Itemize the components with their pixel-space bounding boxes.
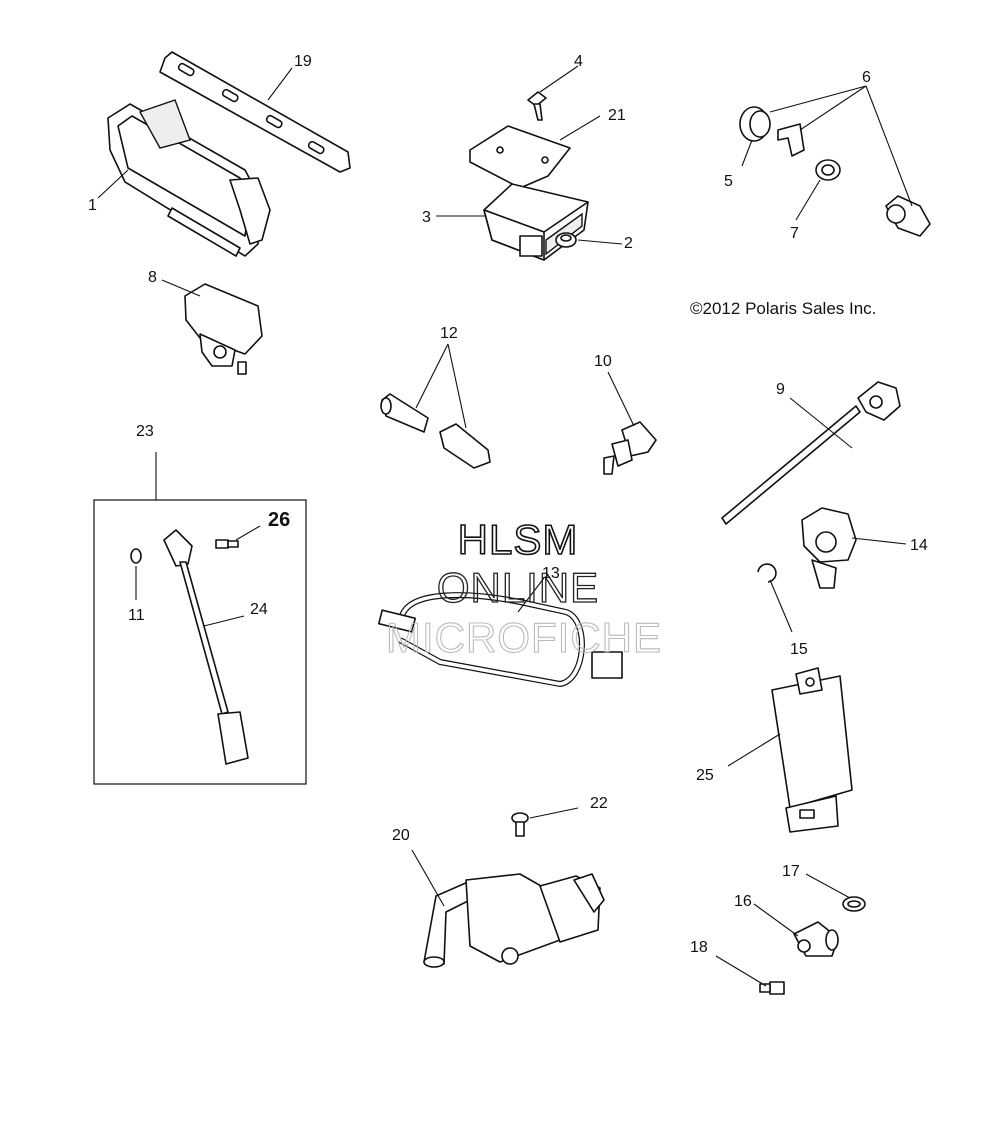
kit-23-box bbox=[93, 499, 307, 785]
callout-7: 7 bbox=[790, 225, 799, 242]
callout-17: 17 bbox=[782, 863, 800, 880]
callout-1: 1 bbox=[88, 197, 97, 214]
part-19-bracket[interactable] bbox=[159, 51, 351, 173]
callout-6: 6 bbox=[862, 69, 871, 86]
leader-lines bbox=[97, 65, 913, 987]
callout-10: 10 bbox=[594, 353, 612, 370]
part-20-idle-air-valve[interactable] bbox=[423, 873, 605, 968]
watermark-line-3: MICROFICHE bbox=[386, 614, 662, 661]
callout-19: 19 bbox=[294, 53, 312, 70]
callout-26: 26 bbox=[268, 509, 290, 531]
callout-16: 16 bbox=[734, 893, 752, 910]
callout-2: 2 bbox=[624, 235, 633, 252]
part-6-clip[interactable] bbox=[777, 123, 805, 157]
part-5-cap[interactable] bbox=[739, 106, 771, 142]
callout-15: 15 bbox=[790, 641, 808, 658]
part-13-sensor-harness[interactable] bbox=[378, 592, 623, 688]
part-4-screw[interactable] bbox=[527, 91, 547, 121]
callout-23: 23 bbox=[136, 423, 154, 440]
part-21-cover[interactable] bbox=[469, 125, 571, 189]
part-3-module[interactable] bbox=[483, 183, 589, 261]
part-11-oring[interactable] bbox=[130, 548, 142, 564]
part-26-bolt[interactable] bbox=[215, 539, 239, 549]
part-18-bolt[interactable] bbox=[759, 981, 785, 995]
part-6-sensor[interactable] bbox=[885, 195, 931, 237]
part-10-temp-sensor[interactable] bbox=[603, 421, 657, 475]
part-12-plugs[interactable] bbox=[380, 393, 491, 469]
part-15-clip-ring[interactable] bbox=[757, 563, 777, 583]
part-1-ecu[interactable] bbox=[107, 99, 271, 257]
callout-18: 18 bbox=[690, 939, 708, 956]
part-16-fitting[interactable] bbox=[793, 921, 839, 957]
part-8-map-sensor[interactable] bbox=[184, 283, 263, 375]
part-22-screw[interactable] bbox=[511, 812, 529, 837]
part-7-seal[interactable] bbox=[815, 159, 841, 181]
callout-3: 3 bbox=[422, 209, 431, 226]
callout-21: 21 bbox=[608, 107, 626, 124]
part-25-control-module[interactable] bbox=[771, 667, 853, 833]
watermark-line-1: HLSM bbox=[458, 516, 579, 563]
callout-22: 22 bbox=[590, 795, 608, 812]
part-17-washer[interactable] bbox=[842, 896, 866, 912]
part-9-sensor-probe[interactable] bbox=[721, 381, 901, 525]
callout-25: 25 bbox=[696, 767, 714, 784]
callout-11: 11 bbox=[128, 607, 145, 624]
part-2-grommet[interactable] bbox=[555, 232, 577, 248]
callout-12: 12 bbox=[440, 325, 458, 342]
callout-24: 24 bbox=[250, 601, 268, 618]
callout-5: 5 bbox=[724, 173, 733, 190]
callout-labels: 1 2 3 4 5 6 7 8 9 10 11 12 13 14 15 16 1… bbox=[88, 53, 928, 956]
callout-20: 20 bbox=[392, 827, 410, 844]
callout-8: 8 bbox=[148, 269, 157, 286]
part-24-crank-sensor[interactable] bbox=[163, 529, 249, 765]
watermark-line-2: ONLINE bbox=[437, 564, 599, 611]
watermark: HLSM ONLINE MICROFICHE bbox=[385, 515, 662, 661]
callout-14: 14 bbox=[910, 537, 928, 554]
part-14-knock-sensor[interactable] bbox=[801, 507, 857, 589]
copyright-text: ©2012 Polaris Sales Inc. bbox=[690, 299, 876, 318]
callout-9: 9 bbox=[776, 381, 785, 398]
callout-13: 13 bbox=[542, 565, 560, 582]
callout-4: 4 bbox=[574, 53, 583, 70]
